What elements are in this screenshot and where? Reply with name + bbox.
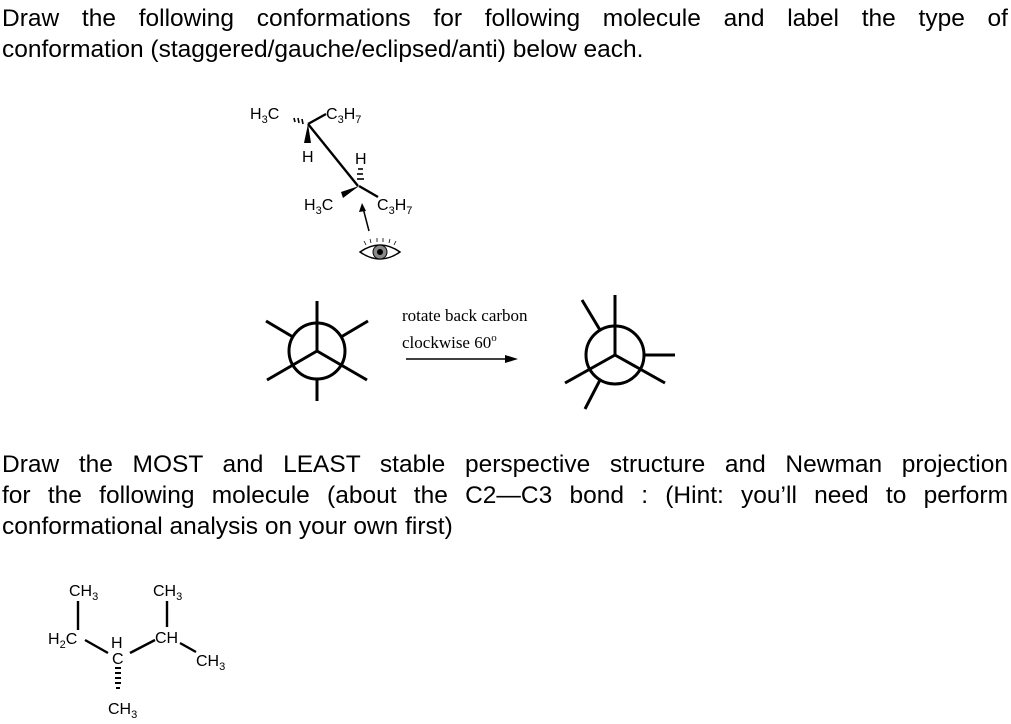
question-1-line-2: conformation (staggered/gauche/eclipsed/… [2, 36, 644, 63]
back-right-substituent: C3H7 [377, 197, 412, 217]
question-2-line-3: conformational analysis on your own firs… [2, 513, 453, 540]
ch3-top-right: CH3 [153, 583, 182, 603]
question-1-line-1: Draw the following conformations for fol… [2, 5, 1008, 32]
front-down-hydrogen: H [302, 149, 314, 166]
back-up-hydrogen: H [355, 151, 367, 168]
center-hydrogen: H [111, 635, 123, 652]
front-left-substituent: H3C [250, 106, 279, 126]
ch-group: CH [155, 630, 178, 647]
molecule-2-structure [76, 601, 197, 689]
ch3-top-left: CH3 [69, 583, 98, 603]
ch3-right: CH3 [196, 653, 225, 673]
rotation-caption-line-2: clockwise 60o [402, 332, 497, 352]
rotation-caption-line-1: rotate back carbon [402, 306, 528, 325]
perspective-structure [293, 112, 379, 232]
newman-projection-staggered [265, 301, 369, 401]
question-2-line-1: Draw the MOST and LEAST stable perspecti… [2, 451, 1008, 478]
question-1-text: Draw the following conformations for fol… [2, 3, 1008, 65]
h2c-group: H2C [48, 631, 77, 651]
eye-icon [358, 238, 402, 260]
back-left-substituent: H3C [304, 197, 333, 217]
question-2-text: Draw the MOST and LEAST stable perspecti… [2, 449, 1008, 542]
ch3-bottom: CH3 [108, 701, 137, 721]
question-2-line-2: for the following molecule (about the C2… [2, 482, 1008, 509]
rotation-arrow [406, 355, 518, 363]
newman-projection-rotated [564, 295, 675, 410]
front-right-substituent: C3H7 [326, 106, 361, 126]
center-carbon: C [112, 651, 124, 668]
